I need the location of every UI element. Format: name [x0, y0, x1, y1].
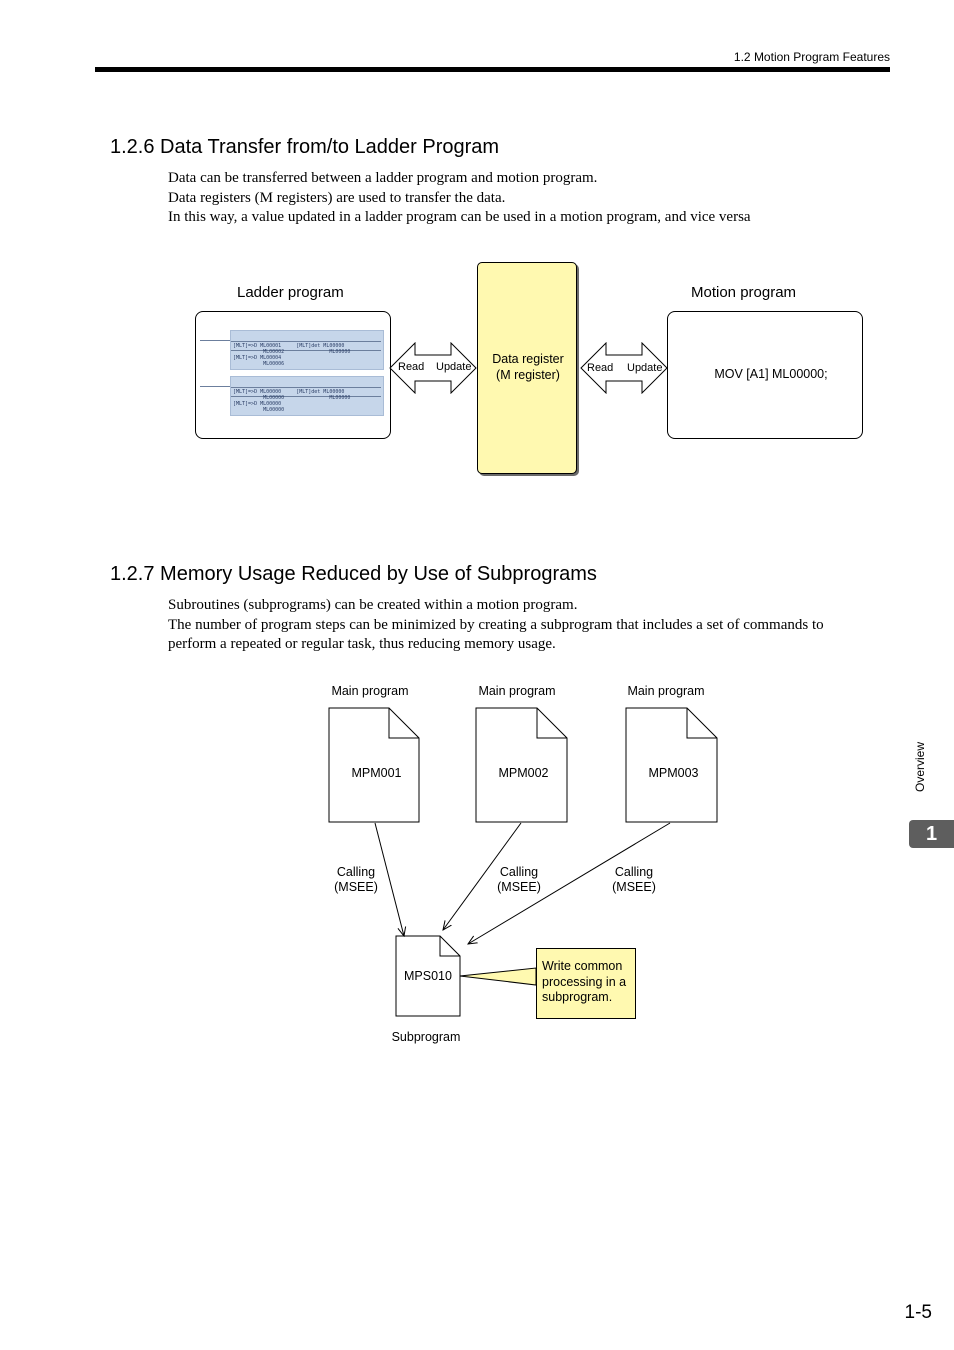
ladder-program-label: Ladder program — [237, 284, 344, 301]
section-title-1-2-7: 1.2.7 Memory Usage Reduced by Use of Sub… — [110, 563, 597, 585]
document-shape-mpm001 — [328, 707, 420, 823]
subprogram-name: MPS010 — [404, 969, 452, 983]
calling-label-line1: Calling — [499, 865, 539, 879]
subprogram-label: Subprogram — [391, 1030, 461, 1044]
program-name-mpm002: MPM002 — [498, 766, 549, 780]
ladder-rung-image: [MLT]=>D ML00000 [MLT]det ML00000 ML0000… — [230, 376, 384, 416]
document-shape-mpm003 — [625, 707, 718, 823]
calling-label: Calling (MSEE) — [599, 865, 669, 895]
paragraph: The number of program steps can be minim… — [168, 616, 824, 653]
header-rule — [95, 67, 890, 72]
program-name-mpm001: MPM001 — [351, 766, 402, 780]
paragraph: Data registers (M registers) are used to… — [168, 189, 506, 206]
program-name-mpm003: MPM003 — [648, 766, 699, 780]
calling-label-line2: (MSEE) — [612, 880, 656, 894]
note-callout: Write common processing in a subprogram. — [536, 948, 636, 1019]
calling-label: Calling (MSEE) — [321, 865, 391, 895]
ladder-program-box: [MLT]=>D ML00001 [MLT]det ML00000 ML0000… — [195, 311, 391, 439]
calling-label: Calling (MSEE) — [484, 865, 554, 895]
data-register-box: Data register (M register) — [477, 262, 577, 474]
read-label-left: Read — [398, 361, 425, 373]
calling-label-line2: (MSEE) — [334, 880, 378, 894]
document-shape-mpm002 — [475, 707, 568, 823]
register-label-line1: Data register — [492, 352, 564, 366]
update-label-left: Update — [436, 361, 472, 373]
double-arrow-left — [389, 342, 477, 394]
motion-code: MOV [A1] ML00000; — [714, 367, 828, 381]
document-shape-mps010 — [395, 935, 461, 1017]
page-number: 1-5 — [904, 1302, 932, 1323]
main-program-label: Main program — [331, 684, 409, 698]
paragraph: Data can be transferred between a ladder… — [168, 170, 598, 186]
motion-program-label: Motion program — [691, 284, 797, 301]
main-program-label: Main program — [627, 684, 705, 698]
ladder-rung-image: [MLT]=>D ML00001 [MLT]det ML00000 ML0000… — [230, 330, 384, 370]
motion-program-box: MOV [A1] ML00000; — [667, 311, 863, 439]
update-label-right: Update — [627, 362, 663, 374]
section-1-2-6-body: Data can be transferred between a ladder… — [168, 169, 873, 228]
read-label-right: Read — [587, 362, 614, 374]
running-header: 1.2 Motion Program Features — [733, 50, 890, 64]
section-title-1-2-6: 1.2.6 Data Transfer from/to Ladder Progr… — [110, 136, 500, 158]
section-1-2-7-body: Subroutines (subprograms) can be created… — [168, 596, 873, 655]
paragraph: Subroutines (subprograms) can be created… — [168, 597, 578, 613]
calling-label-line1: Calling — [614, 865, 654, 879]
calling-label-line2: (MSEE) — [497, 880, 541, 894]
register-label-line2: (M register) — [496, 368, 560, 382]
calling-label-line1: Calling — [336, 865, 376, 879]
main-program-label: Main program — [478, 684, 556, 698]
paragraph: In this way, a value updated in a ladder… — [168, 209, 751, 225]
side-tab-text: Overview — [913, 742, 927, 793]
chapter-tab: 1 — [909, 820, 954, 848]
